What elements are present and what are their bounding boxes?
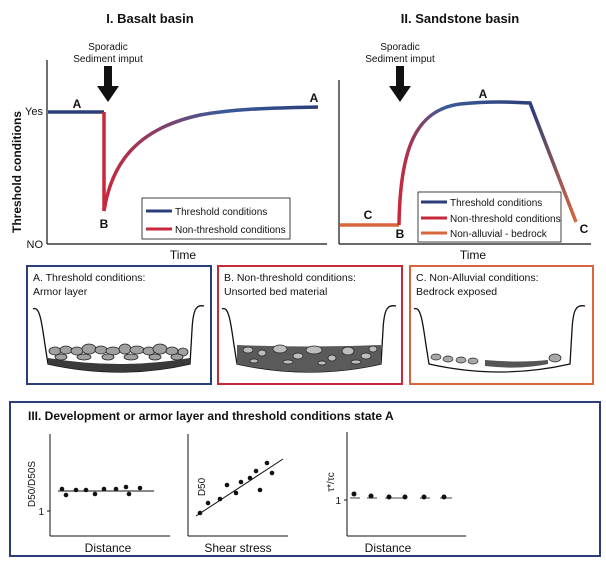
plot3-y-tick: 1 xyxy=(335,496,341,507)
legend-non-threshold: Non-threshold conditions xyxy=(175,225,286,236)
plot3-y-label: τ*/τc xyxy=(326,472,337,492)
basalt-legend: Threshold conditions Non-threshold condi… xyxy=(141,197,291,240)
plot2-x-label: Shear stress xyxy=(204,541,271,555)
plot-d50-ratio: D50/D50S 1 Distance xyxy=(27,434,170,555)
basalt-title: I. Basalt basin xyxy=(106,11,193,26)
cross-section-b: B. Non-threshold conditions: Unsorted be… xyxy=(217,265,403,385)
sandstone-input-arrow-icon xyxy=(389,66,411,102)
sparse-rocks xyxy=(430,353,562,365)
basalt-input-label-1: Sporadic xyxy=(88,42,127,53)
legend2-non-threshold: Non-threshold conditions xyxy=(450,214,561,225)
cross-section-b-title: B. Non-threshold conditions: xyxy=(224,272,356,284)
y-tick-yes: Yes xyxy=(25,106,43,118)
sandstone-x-axis-label: Time xyxy=(460,248,487,262)
section-iii-title: III. Development or armor layer and thre… xyxy=(28,409,394,423)
cross-section-c-title: C. Non-Alluvial conditions: xyxy=(416,272,539,284)
cross-section-a-title: A. Threshold conditions: xyxy=(33,272,145,284)
point-label-a2: A xyxy=(479,87,488,101)
sandstone-input-label-1: Sporadic xyxy=(380,42,419,53)
point-label-a-end: A xyxy=(310,91,319,105)
plot3-x-label: Distance xyxy=(365,541,412,555)
plot1-y-label: D50/D50S xyxy=(27,461,38,507)
plot1-x-label: Distance xyxy=(85,541,132,555)
sandstone-panel: II. Sandstone basin Time Sporadic Sedime… xyxy=(338,11,591,262)
cross-section-a: A. Threshold conditions: Armor layer xyxy=(26,265,212,385)
section-iii: III. Development or armor layer and thre… xyxy=(9,401,601,557)
basalt-x-axis-label: Time xyxy=(170,248,197,262)
sandstone-legend: Threshold conditions Non-threshold condi… xyxy=(417,191,562,243)
basalt-panel: I. Basalt basin Threshold conditions Yes… xyxy=(10,11,327,262)
plot-shields-ratio: τ*/τc 1 Distance xyxy=(326,432,466,555)
point-label-b: B xyxy=(100,217,109,231)
plot-d50-shear: D50 Shear stress xyxy=(187,434,288,555)
unsorted-bed-rocks xyxy=(242,344,378,366)
legend2-threshold: Threshold conditions xyxy=(450,198,542,209)
basalt-input-label-2: Sediment imput xyxy=(73,54,143,65)
y-axis-label: Threshold conditions xyxy=(10,111,24,233)
cross-section-b-subtitle: Unsorted bed material xyxy=(224,286,327,298)
cross-section-c-subtitle: Bedrock exposed xyxy=(416,286,497,298)
sandstone-curve xyxy=(397,100,578,226)
basalt-recovery-curve xyxy=(102,105,319,212)
legend-threshold: Threshold conditions xyxy=(175,207,267,218)
plot1-y-tick: 1 xyxy=(38,507,44,518)
y-tick-no: NO xyxy=(27,239,44,251)
plot2-y-label: D50 xyxy=(197,477,208,496)
point-label-a-start: A xyxy=(73,97,82,111)
armor-layer-rocks xyxy=(48,343,189,361)
cross-section-a-subtitle: Armor layer xyxy=(33,286,88,298)
basalt-input-arrow-icon xyxy=(97,66,119,102)
sandstone-input-label-2: Sediment imput xyxy=(365,54,435,65)
sandstone-title: II. Sandstone basin xyxy=(401,11,520,26)
legend2-bedrock: Non-alluvial - bedrock xyxy=(450,229,548,240)
point-label-b2: B xyxy=(396,227,405,241)
cross-section-c: C. Non-Alluvial conditions: Bedrock expo… xyxy=(409,265,594,385)
point-label-c-end: C xyxy=(580,222,589,236)
point-label-c-start: C xyxy=(364,208,373,222)
